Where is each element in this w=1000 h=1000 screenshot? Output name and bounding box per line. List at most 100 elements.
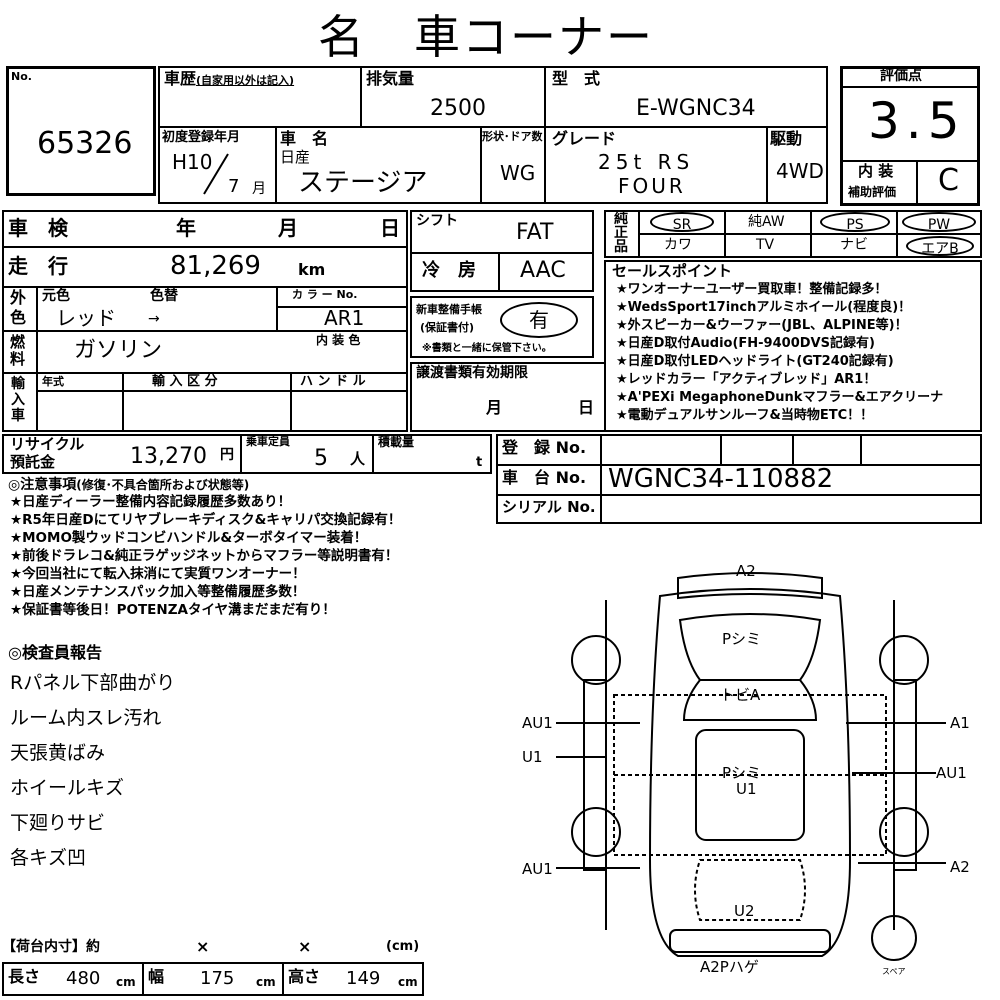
equipment-leather: カワ bbox=[664, 237, 692, 253]
transfer-day-unit: 日 bbox=[578, 398, 595, 417]
right-side-panel bbox=[893, 679, 917, 871]
sales-points-box bbox=[604, 260, 982, 432]
diagram-left-front-door: AU1 bbox=[522, 714, 553, 732]
handle-label: ハ ン ド ル bbox=[300, 374, 366, 389]
note-item: ★日産ディーラー整備内容記録履歴多数あり！ bbox=[10, 494, 292, 510]
manual-status-oval: 有 bbox=[500, 302, 578, 338]
right-rear-wheel bbox=[879, 807, 929, 857]
serial-no-label: シリアル No. bbox=[502, 498, 596, 516]
registration-no-label: 登 録 No. bbox=[502, 438, 587, 457]
first-registration-month: 7 bbox=[228, 176, 240, 197]
recycle-unit: 円 bbox=[220, 447, 234, 463]
model-label: 型 式 bbox=[552, 69, 601, 88]
shift-aircon-box bbox=[410, 210, 594, 292]
equipment-side-label: 純正品 bbox=[614, 211, 628, 255]
left-side-panel bbox=[583, 679, 607, 871]
original-color-label: 元色 bbox=[42, 288, 70, 304]
score-label: 評価点 bbox=[880, 68, 922, 84]
hood bbox=[678, 613, 822, 681]
inspection-day-unit: 日 bbox=[380, 216, 400, 240]
equipment-airbag: エアB bbox=[906, 236, 974, 257]
car-maker: 日産 bbox=[280, 148, 311, 166]
diagram-left-rear: AU1 bbox=[522, 860, 553, 878]
sales-point-item: ★A'PEXi MegaphoneDunkマフラー&エアクリーナ bbox=[616, 390, 944, 405]
note-item: ★MOMO製ウッドコンビハンドル&ターボタイマー装着！ bbox=[10, 530, 368, 546]
sales-point-item: ★日産D取付LEDヘッドライト(GT240記録有) bbox=[616, 354, 894, 369]
color-code-label: カ ラ ー No. bbox=[292, 288, 358, 301]
left-rear-wheel bbox=[571, 807, 621, 857]
import-class-label: 輸 入 区 分 bbox=[152, 374, 218, 389]
diagram-front: A2 bbox=[736, 562, 756, 580]
diagram-left-rear-door: U1 bbox=[522, 748, 543, 766]
inspector-heading: ◎検査員報告 bbox=[8, 643, 102, 662]
cargo-height: 149 bbox=[346, 968, 381, 989]
diagram-hood: Pシミ bbox=[722, 630, 761, 648]
equipment-navi: ナビ bbox=[840, 237, 868, 253]
cargo-box bbox=[2, 962, 424, 996]
score-value: 3.5 bbox=[868, 92, 966, 150]
lot-number-box: No. 65326 bbox=[6, 66, 156, 196]
specs-table bbox=[2, 210, 408, 432]
rear-bumper bbox=[669, 929, 831, 953]
grade-line-1: 25t RS bbox=[598, 150, 695, 174]
sales-point-item: ★電動デュアルサンルーフ&当時物ETC！！ bbox=[616, 408, 874, 423]
diagram-roof: Pシミ bbox=[722, 764, 761, 782]
grade-line-2: FOUR bbox=[618, 174, 686, 198]
chassis-no-value: WGNC34-110882 bbox=[608, 464, 834, 494]
cargo-width: 175 bbox=[200, 968, 235, 989]
grade-label: グレード bbox=[552, 129, 617, 148]
diagram-rear-bottom: A2Pハゲ bbox=[700, 958, 759, 976]
drive-value: 4WD bbox=[776, 159, 824, 183]
capacity-unit: 人 bbox=[350, 450, 366, 468]
recycle-label-1: リサイクル bbox=[10, 435, 85, 453]
sales-points-label: セールスポイント bbox=[612, 262, 733, 280]
inspector-item: 天張黄ばみ bbox=[10, 742, 106, 764]
cargo-width-label: 幅 bbox=[148, 967, 165, 986]
manual-label-2: (保証書付) bbox=[420, 321, 475, 334]
inspection-month-unit: 月 bbox=[278, 216, 298, 240]
load-label: 積載量 bbox=[378, 435, 415, 449]
equipment-alloy: 純AW bbox=[748, 214, 785, 230]
lot-number: 65326 bbox=[37, 126, 133, 161]
roof bbox=[695, 729, 805, 841]
rear-glass bbox=[694, 859, 806, 921]
color-value: レッド bbox=[56, 306, 116, 330]
equipment-pw: PW bbox=[902, 212, 976, 233]
color-arrow: → bbox=[148, 311, 160, 327]
drive-label: 駆動 bbox=[770, 129, 803, 148]
aircon-label: 冷 房 bbox=[422, 260, 476, 281]
equipment-tv: TV bbox=[756, 237, 775, 253]
sales-point-item: ★日産D取付Audio(FH-9400DVS記録有) bbox=[616, 336, 875, 351]
displacement-label: 排気量 bbox=[366, 69, 415, 88]
inspector-item: Rパネル下部曲がり bbox=[10, 672, 176, 694]
interior-score-sublabel: 補助評価 bbox=[848, 185, 897, 199]
diagram-rear: U2 bbox=[734, 902, 755, 920]
shift-label: シフト bbox=[416, 213, 458, 229]
history-label: 車歴(自家用以外は記入) bbox=[164, 69, 295, 88]
cargo-x2: × bbox=[298, 937, 312, 956]
displacement-value: 2500 bbox=[430, 96, 486, 121]
diagram-right-front-door: A1 bbox=[950, 714, 970, 732]
left-front-wheel bbox=[571, 635, 621, 685]
transfer-label: 譲渡書類有効期限 bbox=[416, 365, 528, 381]
damage-diagram: A2 Pシミ トビA Pシミ U1 AU1 U1 AU1 A1 AU1 A2 U… bbox=[522, 562, 970, 976]
slash-divider bbox=[203, 153, 229, 195]
sales-point-item: ★WedsSport17inchアルミホイール(程度良)！ bbox=[616, 300, 912, 315]
color-side-label-1: 外 bbox=[10, 288, 27, 307]
sales-point-item: ★外スピーカー&ウーファー(JBL、ALPINE等)！ bbox=[616, 318, 908, 333]
note-item: ★日産メンテナンスパック加入等整備履歴多数！ bbox=[10, 584, 306, 600]
inspector-item: 各キズ凹 bbox=[10, 847, 87, 869]
front-bumper bbox=[677, 572, 823, 600]
body-outline bbox=[648, 588, 852, 957]
sales-point-item: ★レッドカラー「アクティブレッド」AR1！ bbox=[616, 372, 877, 387]
inspector-item: 下廻りサビ bbox=[10, 812, 106, 834]
note-item: ★今回当社にて転入抹消にて実質ワンオーナー！ bbox=[10, 566, 306, 582]
lot-no-label: No. bbox=[11, 70, 32, 83]
load-unit: t bbox=[476, 455, 483, 470]
mileage-unit: km bbox=[298, 260, 326, 279]
note-item: ★前後ドラレコ&純正ラゲッジネットからマフラー等説明書有！ bbox=[10, 548, 399, 564]
diagram-roof-front: トビA bbox=[720, 686, 761, 704]
body-type-label: 形状･ドア数 bbox=[482, 130, 543, 143]
cargo-x1: × bbox=[196, 937, 210, 956]
registration-box bbox=[496, 434, 982, 524]
